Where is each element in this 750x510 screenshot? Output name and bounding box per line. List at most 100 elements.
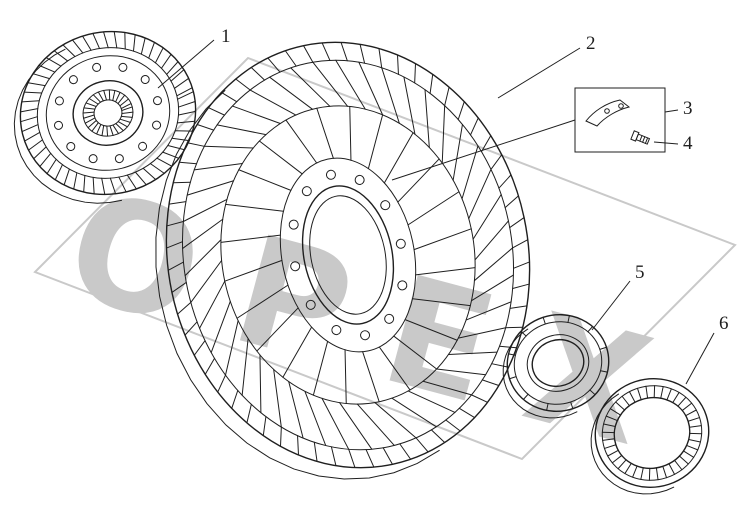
gear-bolt-holes xyxy=(54,62,162,164)
vane xyxy=(203,145,254,149)
rim-tick xyxy=(481,135,492,153)
seal-rib xyxy=(640,467,644,480)
bolt-shank xyxy=(635,133,651,145)
bolt-hole xyxy=(384,313,395,324)
gear-tooth xyxy=(54,164,63,181)
gear-tooth xyxy=(33,146,47,160)
spline-tooth xyxy=(87,119,97,129)
vane xyxy=(447,351,498,355)
face-line xyxy=(282,326,313,378)
gear-tooth xyxy=(82,35,92,51)
rim-tick xyxy=(284,50,297,67)
spline-tooth xyxy=(119,98,129,107)
bolt-hole xyxy=(92,62,102,72)
parts-3-4-detail-box xyxy=(574,87,666,153)
face-line xyxy=(393,335,438,370)
bearing-tick xyxy=(599,346,608,350)
vane xyxy=(199,280,226,329)
vane xyxy=(441,105,446,164)
bolt-hole xyxy=(54,120,64,130)
rim-tick xyxy=(490,154,503,170)
gear-tooth xyxy=(118,176,127,193)
gear-tooth xyxy=(53,50,69,62)
spline-tooth xyxy=(120,115,133,118)
vane xyxy=(249,89,297,116)
watermark-text: OPEX xyxy=(51,159,710,492)
face-line xyxy=(225,203,284,212)
gear-tooth xyxy=(160,53,172,69)
rim-tick xyxy=(204,357,215,375)
vane xyxy=(184,239,222,277)
face-line xyxy=(312,340,329,396)
bearing-tick xyxy=(546,403,549,411)
vane xyxy=(461,145,479,200)
seal-rib xyxy=(682,450,695,458)
rim-tick xyxy=(193,340,206,356)
rim-tick xyxy=(397,54,399,75)
spline-tooth xyxy=(115,123,124,132)
callout-5: 5 xyxy=(635,262,645,283)
face-line xyxy=(367,114,384,170)
spline-tooth xyxy=(83,107,96,110)
callout-1: 1 xyxy=(221,26,231,47)
seal-rib xyxy=(621,395,630,407)
spline-tooth xyxy=(97,91,104,102)
seal-rib xyxy=(602,438,616,441)
bolt-hole xyxy=(66,141,76,151)
vane xyxy=(232,105,281,125)
gear-tooth xyxy=(134,171,147,186)
bearing-inner-ring xyxy=(526,334,590,392)
part-4-bolt xyxy=(630,130,651,145)
face-line xyxy=(412,298,471,307)
gear-tooth xyxy=(62,44,76,58)
gear-tooth xyxy=(21,124,39,133)
face-line xyxy=(344,349,347,405)
seal-rib xyxy=(607,449,619,457)
gear-tooth xyxy=(140,37,146,55)
gear-tooth xyxy=(23,91,43,94)
bolt-hole xyxy=(152,120,162,130)
vane xyxy=(474,220,509,261)
seal-rib xyxy=(648,467,651,481)
leader-5 xyxy=(591,280,631,331)
vane xyxy=(335,59,366,110)
rim-tick xyxy=(340,41,348,62)
gear-tooth xyxy=(101,177,106,195)
gear-tooth xyxy=(71,39,84,54)
seal-rib xyxy=(686,444,699,451)
face-line xyxy=(238,169,292,191)
vane xyxy=(241,338,249,396)
callout-4: 4 xyxy=(683,133,693,154)
spline-tooth xyxy=(112,90,116,102)
gear-tooth xyxy=(166,61,179,75)
spline-tooth xyxy=(120,103,132,110)
rim-tick xyxy=(348,448,356,469)
seal-rib xyxy=(677,396,687,407)
rim-tick xyxy=(498,174,512,189)
bolt-hole xyxy=(301,186,312,197)
seal-rib xyxy=(662,465,668,479)
face-line xyxy=(383,132,414,184)
seal-rib xyxy=(617,459,627,470)
gear-tooth xyxy=(27,82,46,87)
bearing-tick xyxy=(520,330,527,337)
bearing-tick xyxy=(508,353,516,356)
spline-tooth xyxy=(121,111,134,114)
spline-tooth xyxy=(112,124,119,135)
face-line xyxy=(224,259,283,282)
gear-tooth xyxy=(92,176,95,195)
face-line xyxy=(407,191,460,226)
seal-rib xyxy=(653,385,656,399)
plate-outline xyxy=(585,99,631,127)
rim-tick xyxy=(470,394,488,403)
rim-tick xyxy=(378,48,383,69)
spline-tooth xyxy=(88,98,99,105)
rim-tick xyxy=(246,403,252,424)
gear-hub-boss xyxy=(72,80,144,146)
gear-tooth xyxy=(63,168,70,186)
vane xyxy=(465,301,512,321)
rim-tick xyxy=(166,221,184,227)
disc-back-edge xyxy=(155,89,440,480)
rim-tick xyxy=(498,345,518,349)
rim-tick xyxy=(321,42,331,61)
